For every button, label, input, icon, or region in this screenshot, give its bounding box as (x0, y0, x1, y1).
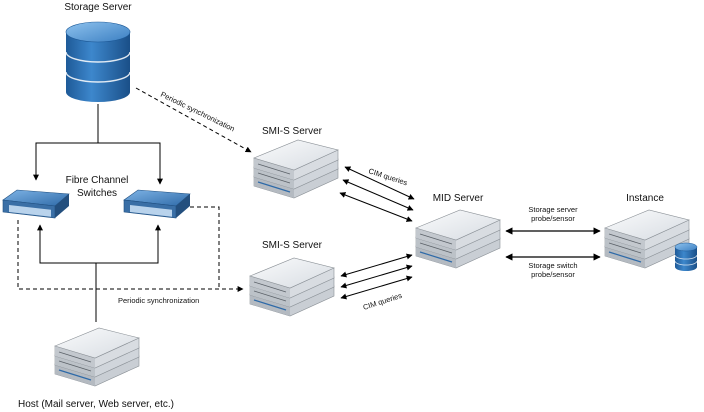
cim-bottom-arrow-3 (340, 275, 413, 300)
probe-switch-label-line1: Storage switch (528, 261, 577, 270)
periodic-sync-top-label: Periodic synchronization (159, 90, 236, 134)
storage-server-label: Storage Server (64, 2, 132, 13)
fibre-channel-label-line2: Switches (77, 188, 117, 199)
fibre-switch-right-icon (123, 189, 191, 219)
host-server-icon (54, 327, 140, 387)
cim-queries-top-label: CIM queries (367, 166, 408, 187)
instance-label: Instance (626, 193, 664, 204)
periodic-sync-top-arrow (135, 87, 252, 153)
host-to-right-switch-arrow (96, 224, 161, 264)
instance-database-icon (674, 242, 698, 271)
smis-server-bottom-icon (249, 257, 335, 317)
probe-switch-label-line2: probe/sensor (531, 270, 575, 279)
cim-queries-bottom-label: CIM queries (362, 291, 403, 312)
cim-bottom-arrow-2 (340, 264, 413, 289)
host-to-left-switch-arrow (37, 224, 96, 264)
fibre-channel-label-line1: Fibre Channel (66, 175, 129, 186)
storage-to-left-switch-arrow (33, 142, 98, 181)
fibre-switch-left-icon (2, 189, 70, 219)
smis-server-top-label: SMI-S Server (262, 126, 323, 137)
cim-bottom-arrow-1 (340, 253, 413, 278)
periodic-sync-bottom-arrow (17, 220, 244, 292)
probe-server-label-line2: probe/sensor (531, 214, 575, 223)
smis-server-bottom-label: SMI-S Server (262, 240, 323, 251)
periodic-sync-bottom-label: Periodic synchronization (118, 296, 199, 305)
cim-top-arrow-3 (339, 192, 413, 222)
database-icon (65, 21, 131, 102)
storage-to-right-switch-arrow (98, 142, 163, 185)
host-label: Host (Mail server, Web server, etc.) (18, 399, 174, 410)
mid-server-icon (415, 209, 501, 269)
probe-server-label-line1: Storage server (528, 205, 578, 214)
mid-server-label: MID Server (433, 193, 484, 204)
smis-server-top-icon (253, 139, 339, 199)
periodic-sync-switch-loop (190, 206, 220, 289)
